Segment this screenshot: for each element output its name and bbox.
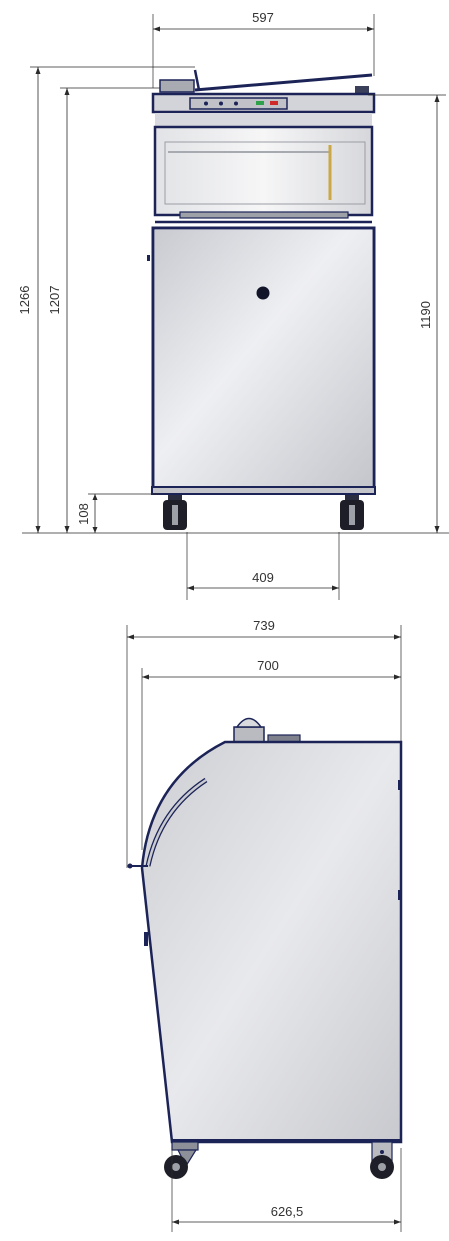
dimension-depth-739: 739 bbox=[126, 618, 402, 868]
overall-depth-label: 739 bbox=[253, 618, 275, 633]
body-depth-label: 700 bbox=[257, 658, 279, 673]
width-label: 597 bbox=[252, 10, 274, 25]
wheel-spacing-label: 409 bbox=[252, 570, 274, 585]
body-height-label: 1207 bbox=[47, 286, 62, 315]
drain-knob bbox=[256, 286, 270, 300]
machine-lid bbox=[159, 69, 373, 96]
front-view: 597 bbox=[17, 10, 449, 600]
ground-clearance-label: 108 bbox=[76, 503, 91, 525]
side-casters bbox=[164, 1141, 394, 1179]
dimension-clearance-108: 108 bbox=[76, 493, 160, 533]
vacuum-chamber bbox=[153, 125, 374, 224]
control-panel bbox=[151, 92, 376, 126]
lid-handle bbox=[127, 777, 208, 869]
side-cabinet bbox=[140, 740, 403, 1144]
side-view: 739 700 bbox=[126, 618, 403, 1232]
front-casters bbox=[163, 495, 364, 530]
wheel-base-label: 626,5 bbox=[271, 1204, 304, 1219]
overall-height-label: 1266 bbox=[17, 286, 32, 315]
dimension-height-1190: 1190 bbox=[368, 94, 446, 533]
dimension-height-1266: 1266 bbox=[17, 66, 195, 533]
right-height-label: 1190 bbox=[418, 301, 433, 329]
dimension-width-597: 597 bbox=[152, 10, 375, 88]
dimension-wheelbase-626-5: 626,5 bbox=[171, 1148, 402, 1232]
dimension-wheel-spacing-409: 409 bbox=[186, 532, 340, 600]
front-cabinet bbox=[147, 226, 376, 495]
side-top-fitting bbox=[233, 717, 301, 743]
dimension-height-1207: 1207 bbox=[47, 87, 160, 533]
dimension-depth-700: 700 bbox=[141, 658, 401, 850]
